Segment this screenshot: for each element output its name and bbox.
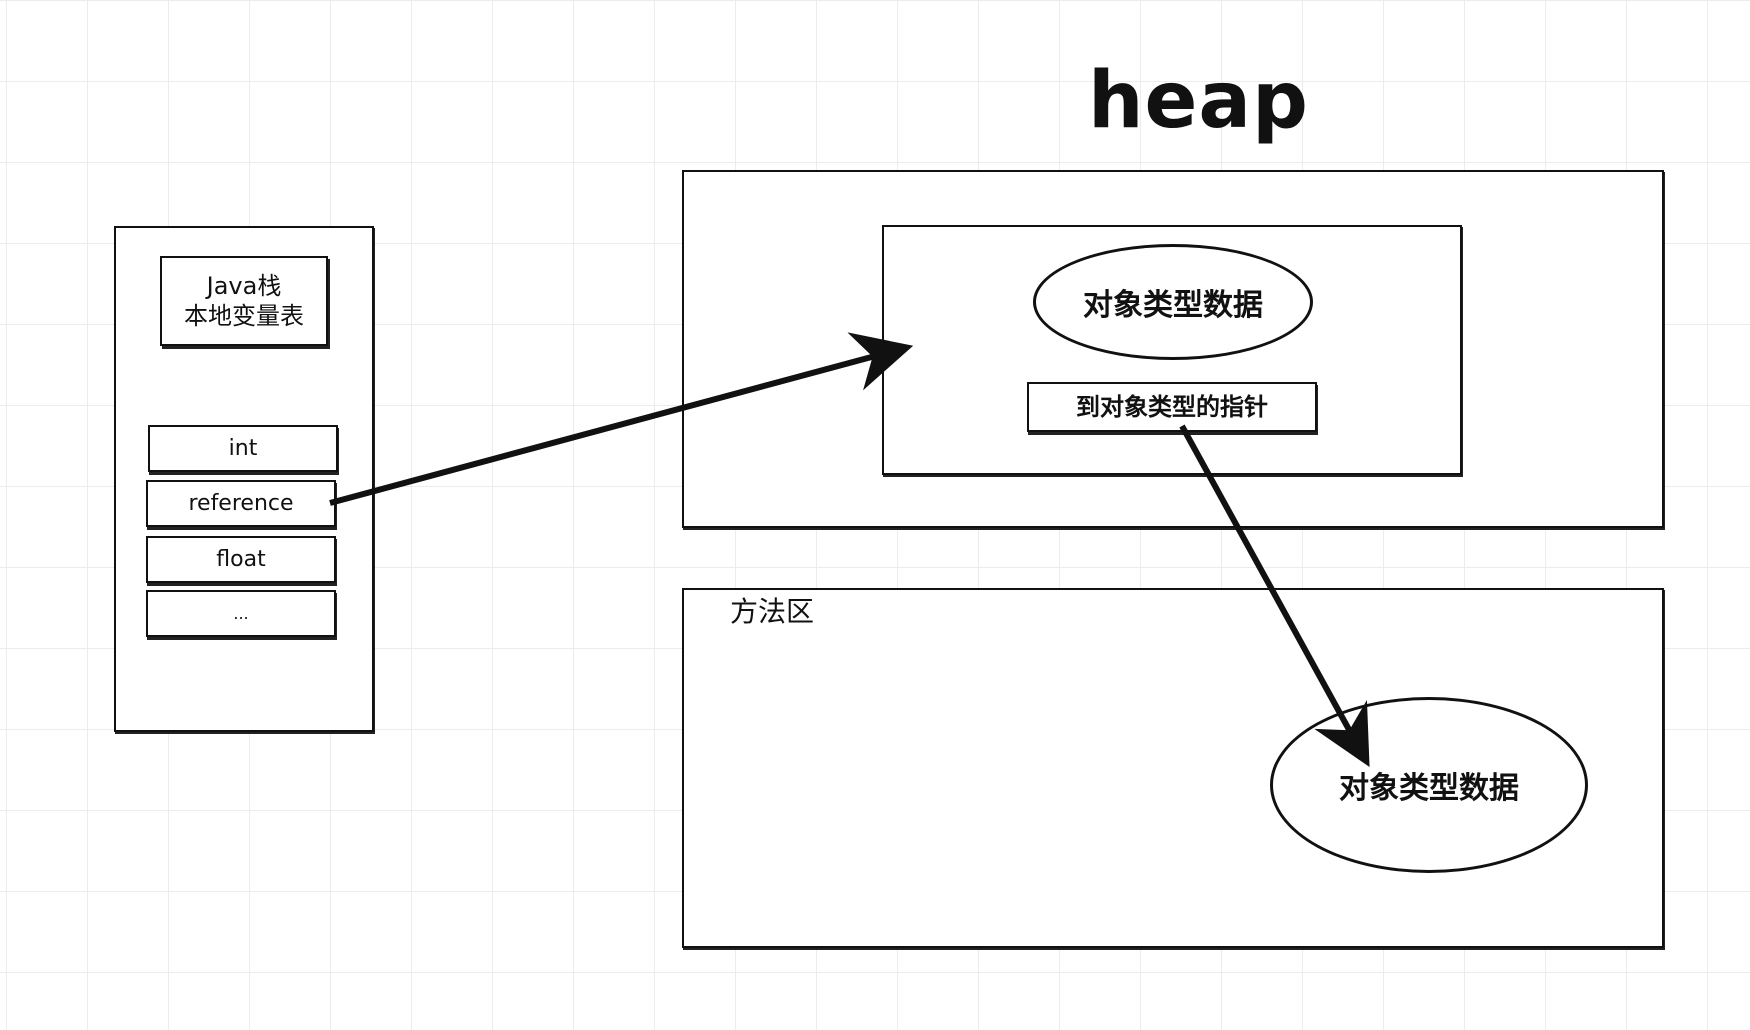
reference-to-object-arrow (329, 332, 914, 506)
local-var-slot-label: float (216, 546, 266, 572)
java-stack-title-line1: Java栈 (206, 272, 282, 300)
type-pointer-box: 到对象类型的指针 (1027, 382, 1317, 432)
local-var-slot-label: int (228, 435, 258, 461)
java-stack-title-box: Java栈 本地变量表 (160, 256, 328, 346)
heap-type-data-ellipse: 对象类型数据 (1033, 244, 1313, 360)
method-area-type-data-label: 对象类型数据 (1339, 771, 1519, 806)
local-var-slot-label: ... (233, 603, 249, 623)
type-pointer-label: 到对象类型的指针 (1076, 393, 1268, 421)
local-var-slot-int: int (148, 425, 338, 472)
method-area-title: 方法区 (730, 595, 815, 628)
java-stack-title-line2: 本地变量表 (184, 302, 304, 330)
local-var-slot-more: ... (146, 590, 336, 637)
pointer-to-type-data-arrow (1179, 424, 1370, 768)
local-var-slot-label: reference (188, 490, 294, 516)
heap-title: heap (1088, 56, 1309, 146)
heap-type-data-label: 对象类型数据 (1083, 288, 1263, 323)
local-var-slot-float: float (146, 536, 336, 583)
local-var-slot-reference: reference (146, 480, 336, 527)
